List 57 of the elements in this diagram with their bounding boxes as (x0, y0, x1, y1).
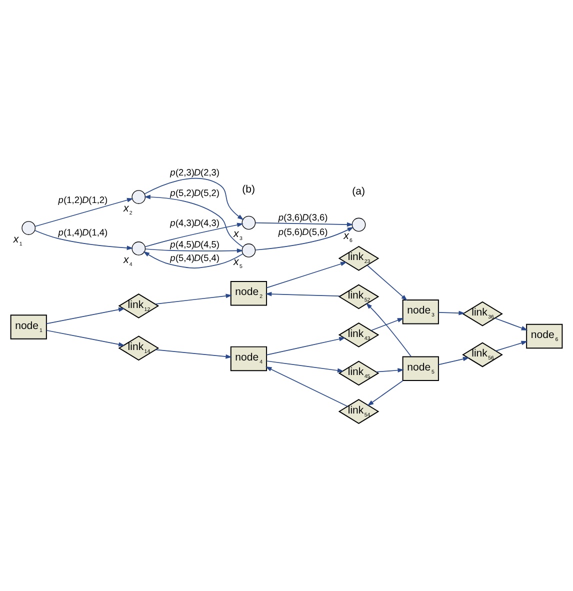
arrow (265, 291, 340, 296)
arrow (155, 348, 232, 358)
label: (a) (352, 184, 366, 197)
node-box: node$_{3}$ (402, 298, 439, 324)
arrow (46, 306, 125, 324)
arrow (366, 302, 412, 356)
node-label: x$_{1}$ (13, 232, 22, 247)
edge-label: p(4,3)D(4,3) (170, 218, 220, 228)
arrow (143, 250, 244, 268)
node-label: x$_{4}$ (123, 253, 132, 268)
arrow (145, 248, 244, 252)
arrow (34, 230, 134, 250)
arrow (266, 261, 347, 288)
arrow (495, 340, 528, 351)
arrow (266, 336, 346, 355)
arrow (367, 380, 404, 406)
arrow (265, 366, 348, 406)
arrow (494, 317, 528, 330)
arrow (366, 264, 408, 300)
node-box: node$_{6}$ (526, 323, 563, 348)
edge-label: p(4,5)D(4,5) (170, 238, 220, 249)
edge-label: p(1,2)D(1,2) (58, 194, 108, 205)
node-box: node$_{4}$ (230, 346, 268, 371)
arrow (144, 178, 244, 220)
arrow (266, 360, 344, 372)
edge-label: p(5,6)D(5,6) (278, 226, 328, 236)
arrow (254, 226, 354, 250)
edge-label: p(5,2)D(5,2) (170, 187, 220, 198)
arrow (438, 310, 466, 315)
arrow (370, 318, 404, 330)
node-diamond: link$_{36}$ (462, 300, 503, 326)
edge-label: p(1,4)D(1,4) (58, 226, 108, 237)
arrow (34, 197, 134, 226)
node-label: x$_{3}$ (234, 228, 242, 242)
node-circle (132, 241, 146, 255)
arrow (154, 293, 232, 304)
node-label: x$_{6}$ (344, 230, 352, 244)
node-label: x$_{5}$ (234, 255, 242, 270)
arrow (144, 194, 244, 247)
node-circle (352, 217, 366, 232)
arrow (438, 356, 470, 365)
arrow (376, 368, 404, 372)
edge-label: p(2,3)D(2,3) (170, 166, 220, 177)
arrow (144, 222, 244, 247)
arrow (255, 222, 354, 226)
label: (b) (242, 182, 256, 195)
node-box: node$_{1}$ (10, 314, 47, 339)
node-box: node$_{5}$ (402, 356, 439, 380)
node-circle (242, 215, 256, 230)
arrow (46, 329, 125, 346)
node-circle (22, 220, 36, 234)
node-label: x$_{2}$ (123, 202, 132, 216)
node-circle (132, 190, 146, 204)
edge-label: p(3,6)D(3,6) (278, 212, 328, 222)
node-box: node$_{2}$ (230, 280, 268, 306)
edge-label: p(5,4)D(5,4) (170, 252, 220, 263)
node-circle (242, 243, 256, 257)
